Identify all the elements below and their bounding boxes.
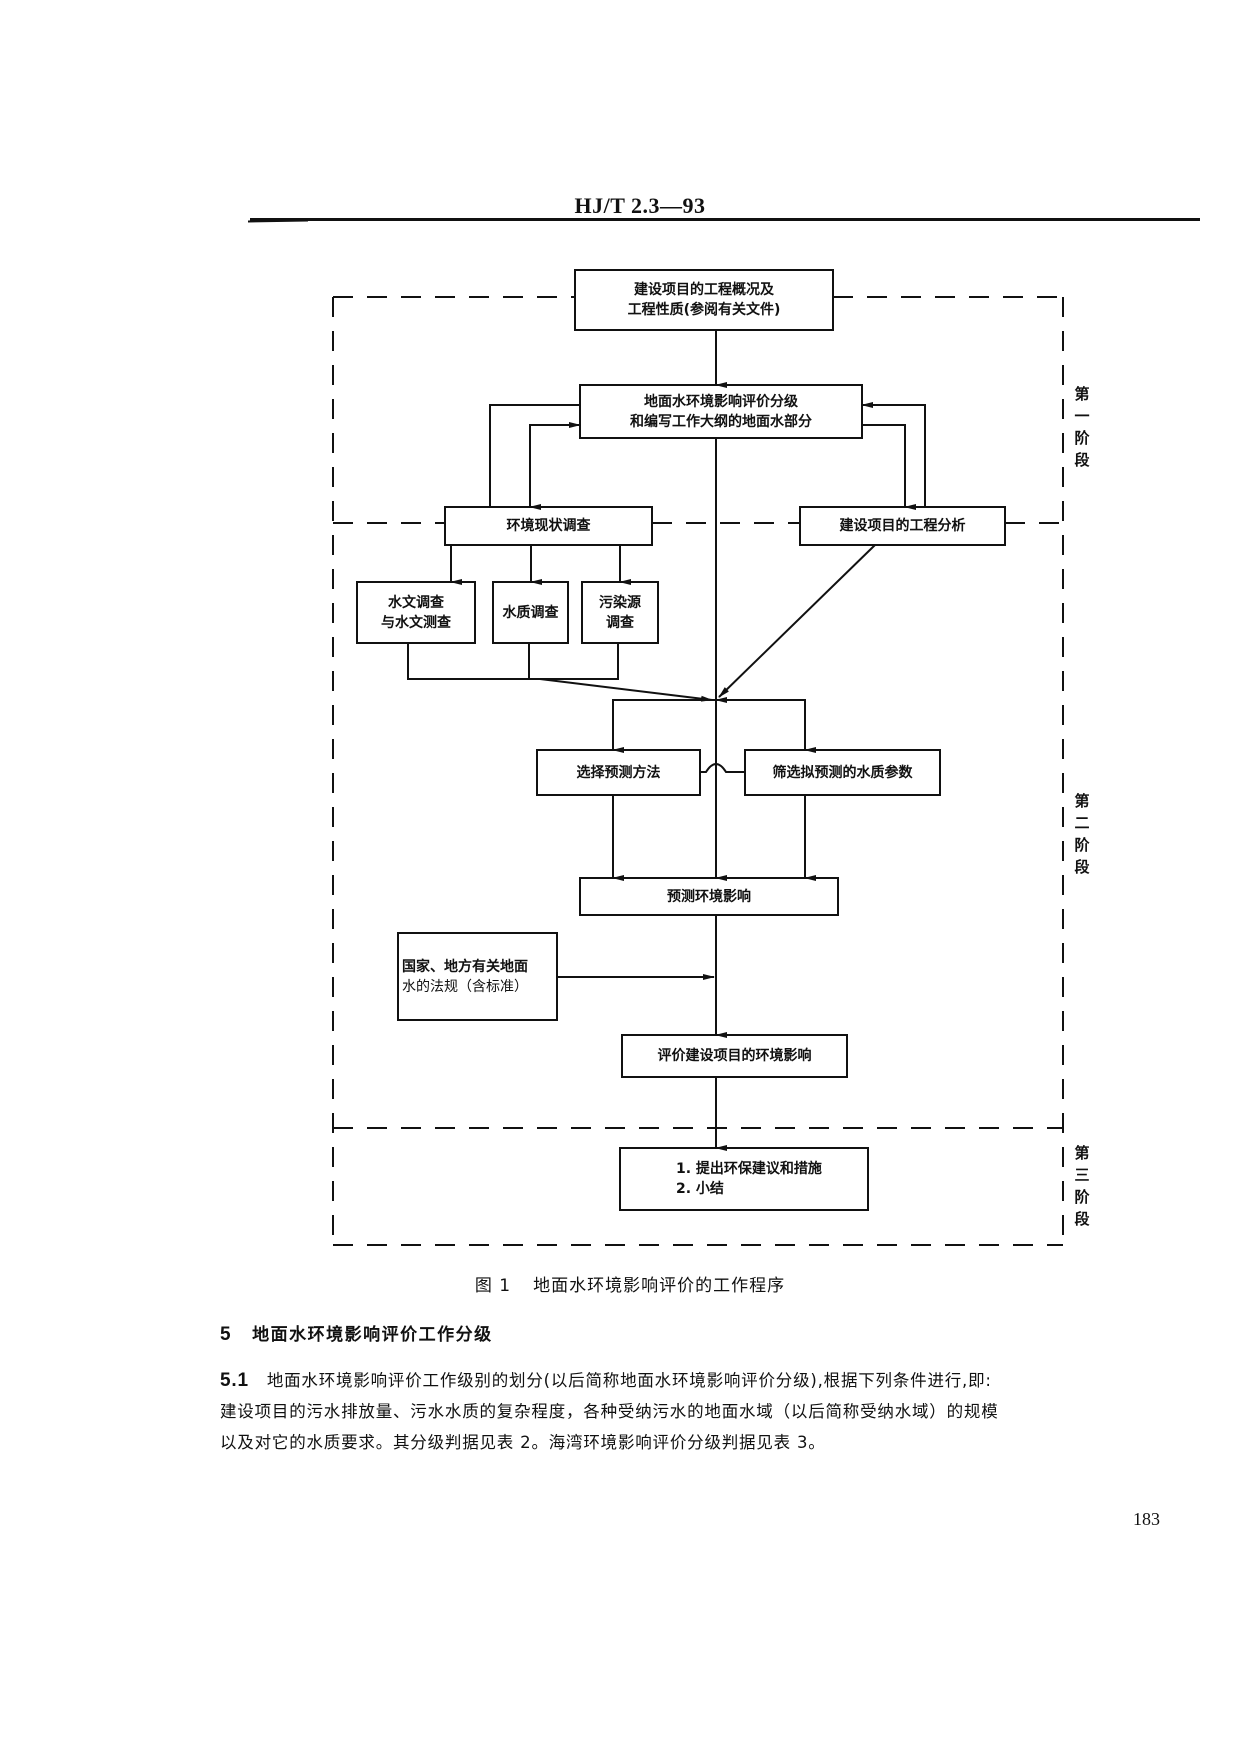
- stage-char: 阶: [1074, 1188, 1090, 1206]
- stage-label-1: 第 一 阶 段: [1072, 383, 1092, 471]
- stage-char: 段: [1074, 1210, 1090, 1228]
- crossover-connector: [700, 763, 745, 773]
- stage-char: 一: [1074, 407, 1090, 425]
- paragraph-text: 地面水环境影响评价工作级别的划分(以后简称地面水环境影响评价分级),根据下列条件…: [266, 1371, 992, 1390]
- section-number: 5: [220, 1324, 233, 1345]
- standard-code: HJ/T 2.3—93: [574, 193, 706, 218]
- stage-char: 第: [1074, 385, 1090, 403]
- box-hydrology-survey: [356, 581, 476, 644]
- clause-number: 5.1: [220, 1370, 249, 1391]
- stage-label-3: 第 三 阶 段: [1072, 1142, 1092, 1230]
- box-engineering-analysis-text: 建设项目的工程分析: [800, 507, 1005, 545]
- header-rule: [250, 218, 1200, 221]
- box-hydrology-survey-text: 水文调查 与水文测查: [357, 582, 475, 643]
- arrow-surveys-to-junction: [539, 678, 713, 702]
- paragraph-line: 建设项目的污水排放量、污水水质的复杂程度，各种受纳污水的地面水域（以后简称受纳水…: [220, 1402, 999, 1421]
- box-water-quality-survey: [492, 581, 569, 644]
- figure-caption: 图 1 地面水环境影响评价的工作程序: [0, 1271, 1240, 1296]
- box-pollution-source-survey: [581, 581, 659, 644]
- box-line: 筛选拟预测的水质参数: [772, 764, 913, 781]
- box-engineering-analysis: [799, 506, 1006, 546]
- stage-char: 二: [1074, 814, 1090, 832]
- box-project-overview: [574, 269, 834, 331]
- flowchart: [332, 269, 1064, 1246]
- box-line: 选择预测方法: [576, 764, 661, 781]
- stage-frame: [332, 296, 1064, 1246]
- arrow-analysis-to-grading: [861, 402, 926, 507]
- box-evaluate-impact: [621, 1034, 848, 1078]
- box-recommendations-text: 1. 提出环保建议和措施 2. 小结: [676, 1148, 866, 1210]
- stage-char: 第: [1074, 792, 1090, 810]
- box-screen-parameters-text: 筛选拟预测的水质参数: [745, 750, 940, 795]
- box-line: 工程性质(参阅有关文件): [627, 302, 781, 318]
- box-line: 和编写工作大纲的地面水部分: [630, 413, 812, 430]
- box-pollution-source-survey-text: 污染源 调查: [582, 582, 658, 643]
- section-heading: 5 地面水环境影响评价工作分级: [220, 1320, 493, 1346]
- stage-char: 段: [1074, 858, 1090, 876]
- box-line: 建设项目的工程概况及: [634, 282, 774, 298]
- page-number: 183: [1133, 1509, 1160, 1529]
- section-title: 地面水环境影响评价工作分级: [252, 1325, 493, 1345]
- box-status-survey-text: 环境现状调查: [445, 507, 652, 545]
- box-line: 国家、地方有关地面: [402, 958, 528, 975]
- box-evaluate-impact-text: 评价建设项目的环境影响: [622, 1035, 847, 1077]
- box-project-overview-text: 建设项目的工程概况及 工程性质(参阅有关文件): [575, 270, 833, 330]
- box-regulations-text: 国家、地方有关地面 水的法规（含标准）: [402, 933, 557, 1020]
- arrow-analysis-to-junction: [718, 544, 876, 698]
- line-grading-to-survey: [489, 404, 580, 507]
- box-line: 2. 小结: [676, 1181, 724, 1197]
- arrow-junction-to-method: [612, 699, 716, 753]
- box-predict-impact: [579, 877, 839, 916]
- box-line: 地面水环境影响评价分级: [644, 393, 798, 410]
- box-line: 水质调查: [502, 604, 559, 621]
- stage-char: 阶: [1074, 429, 1090, 447]
- box-line: 调查: [606, 614, 634, 631]
- collector-line: [407, 643, 619, 680]
- box-regulations: [397, 932, 558, 1021]
- figure-title: 地面水环境影响评价的工作程序: [533, 1276, 786, 1296]
- box-recommendations: [619, 1147, 869, 1211]
- box-line: 水文调查: [388, 594, 444, 611]
- box-line: 建设项目的工程分析: [839, 518, 966, 534]
- box-select-method-text: 选择预测方法: [537, 750, 700, 795]
- line-survey-to-grading: [529, 422, 581, 507]
- box-status-survey: [444, 506, 653, 546]
- stage-char: 三: [1074, 1166, 1090, 1184]
- box-line: 污染源: [599, 594, 641, 611]
- box-grading-outline-text: 地面水环境影响评价分级 和编写工作大纲的地面水部分: [580, 385, 862, 438]
- paragraph-line: 5.1 地面水环境影响评价工作级别的划分(以后简称地面水环境影响评价分级),根据下…: [220, 1365, 1200, 1396]
- box-select-method: [536, 749, 701, 796]
- box-line: 预测环境影响: [667, 888, 751, 905]
- box-predict-impact-text: 预测环境影响: [580, 878, 838, 915]
- stage-char: 阶: [1074, 836, 1090, 854]
- box-line: 环境现状调查: [506, 518, 591, 534]
- arrow-junction-to-params: [716, 699, 816, 753]
- figure-number: 图 1: [474, 1276, 512, 1296]
- paragraph-line: 以及对它的水质要求。其分级判据见表 2。海湾环境影响评价分级判据见表 3。: [220, 1433, 826, 1452]
- box-line: 评价建设项目的环境影响: [657, 1048, 812, 1064]
- box-line: 与水文测查: [381, 614, 451, 631]
- box-grading-outline: [579, 384, 863, 439]
- box-line: 水的法规（含标准）: [402, 978, 528, 995]
- clause-paragraph: 5.1 地面水环境影响评价工作级别的划分(以后简称地面水环境影响评价分级),根据下…: [220, 1365, 1200, 1458]
- stage-label-2: 第 二 阶 段: [1072, 790, 1092, 878]
- box-line: 1. 提出环保建议和措施: [676, 1161, 822, 1177]
- arrow-grading-to-analysis: [862, 424, 916, 510]
- stage-char: 段: [1074, 451, 1090, 469]
- stage-char: 第: [1074, 1144, 1090, 1162]
- box-water-quality-survey-text: 水质调查: [493, 582, 568, 643]
